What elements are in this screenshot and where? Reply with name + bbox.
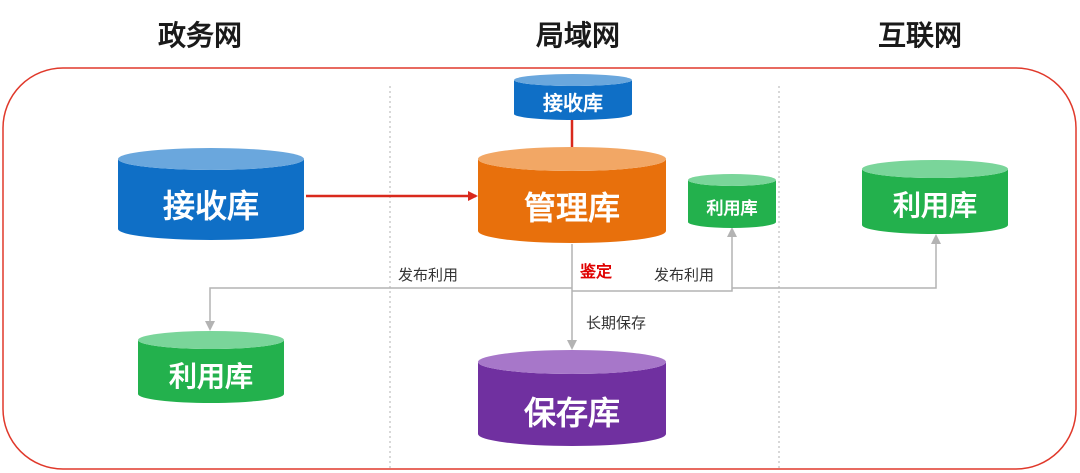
cylinder-shape xyxy=(138,331,284,403)
gov-use-db: 利用库 xyxy=(138,331,284,403)
lan-use-db: 利用库 xyxy=(688,174,776,228)
cylinder-shape xyxy=(478,147,666,243)
column-title-internet: 互联网 xyxy=(877,19,962,52)
internet-use-db: 利用库 xyxy=(862,160,1008,234)
publish-label-right: 发布利用 xyxy=(654,266,715,284)
long-term-label: 长期保存 xyxy=(586,314,647,332)
lan-receive-db: 接收库 xyxy=(514,74,632,120)
cylinder-shape xyxy=(514,74,632,120)
network-frame xyxy=(2,67,1077,470)
cylinder-shape xyxy=(478,350,666,446)
cylinder-shape xyxy=(118,148,304,240)
appraisal-label: 鉴定 xyxy=(580,262,613,281)
cylinder-shape xyxy=(688,174,776,228)
publish-label-left: 发布利用 xyxy=(398,266,459,284)
cylinder-shape xyxy=(862,160,1008,234)
line-publish-lan xyxy=(572,227,737,292)
preservation-db: 保存库 xyxy=(478,350,666,446)
gov-receive-db: 接收库 xyxy=(118,148,304,240)
management-db: 管理库 xyxy=(478,147,666,243)
column-title-lan: 局域网 xyxy=(535,19,620,52)
line-publish-gov xyxy=(205,287,572,331)
column-title-gov: 政务网 xyxy=(157,19,242,52)
line-publish-internet xyxy=(732,234,941,289)
